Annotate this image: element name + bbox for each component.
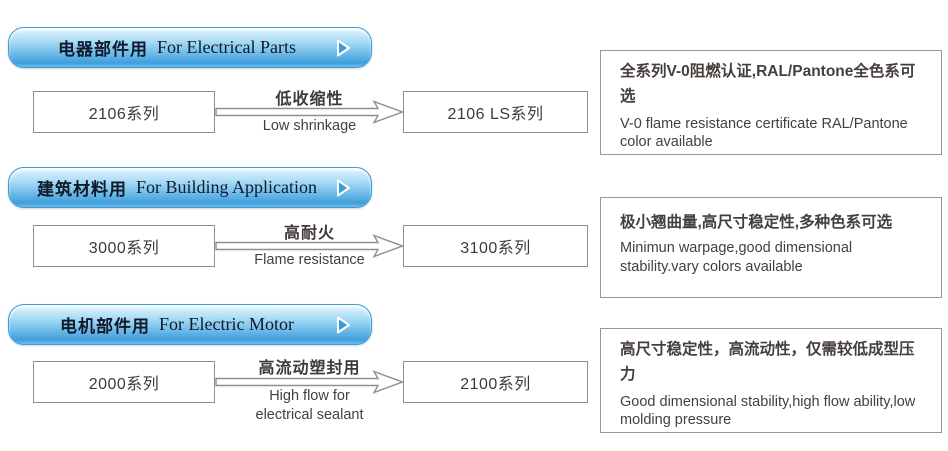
section-header-electric-motor[interactable]: 电机部件用 For Electric Motor [8, 304, 372, 345]
description-en: Good dimensional stability,high flow abi… [620, 393, 916, 429]
source-series-label: 2106系列 [88, 106, 160, 123]
source-series-box: 3000系列 [33, 225, 215, 267]
source-series-label: 3000系列 [88, 240, 160, 257]
arrow-label-zh: 高流动塑封用 [258, 360, 361, 377]
description-box: 极小翘曲量,高尺寸稳定性,多种色系可选 Minimun warpage,good… [600, 197, 942, 298]
arrow-label-en: Flame resistance [254, 252, 365, 268]
flow-arrow-icon [215, 370, 404, 394]
source-series-label: 2000系列 [88, 376, 160, 393]
target-series-label: 2106 LS系列 [447, 106, 544, 123]
section-header-label: 电机部件用 For Electric Motor [9, 305, 371, 344]
target-series-box: 3100系列 [403, 225, 588, 267]
section-header-electrical-parts[interactable]: 电器部件用 For Electrical Parts [8, 27, 372, 68]
flow-arrow-icon [215, 100, 404, 124]
section-title-zh: 建筑材料用 [36, 180, 127, 199]
section-title-en: For Building Application [135, 177, 317, 197]
arrow-label-zh: 高耐火 [283, 225, 335, 242]
description-box: 高尺寸稳定性，高流动性，仅需较低成型压力 Good dimensional st… [600, 328, 942, 433]
arrow-label-en: Low shrinkage [262, 118, 357, 134]
play-triangle-icon [337, 39, 350, 56]
play-triangle-icon [337, 316, 350, 333]
source-series-box: 2106系列 [33, 91, 215, 133]
target-series-label: 3100系列 [460, 240, 531, 257]
section-title-zh: 电器部件用 [58, 40, 149, 59]
section-title-en: For Electric Motor [159, 314, 294, 334]
description-en: Minimun warpage,good dimensional stabili… [620, 240, 853, 276]
target-series-box: 2106 LS系列 [403, 91, 588, 133]
section-header-building-application[interactable]: 建筑材料用 For Building Application [8, 167, 372, 208]
arrow-label-en: High flow for electrical sealant [255, 388, 364, 423]
section-title-en: For Electrical Parts [157, 37, 296, 57]
target-series-box: 2100系列 [403, 361, 588, 403]
description-zh: 高尺寸稳定性，高流动性，仅需较低成型压力 [620, 341, 915, 383]
section-header-label: 建筑材料用 For Building Application [9, 168, 371, 207]
flow-arrow-icon [215, 234, 404, 258]
description-zh: 全系列V-0阻燃认证,RAL/Pantone全色系可选 [620, 63, 916, 105]
arrow-label-zh: 低收缩性 [275, 91, 344, 108]
target-series-label: 2100系列 [460, 376, 531, 393]
description-zh: 极小翘曲量,高尺寸稳定性,多种色系可选 [620, 214, 893, 231]
section-header-label: 电器部件用 For Electrical Parts [9, 28, 371, 67]
section-title-zh: 电机部件用 [60, 317, 151, 336]
description-en: V-0 flame resistance certificate RAL/Pan… [620, 115, 908, 151]
source-series-box: 2000系列 [33, 361, 215, 403]
description-box: 全系列V-0阻燃认证,RAL/Pantone全色系可选 V-0 flame re… [600, 50, 942, 155]
play-triangle-icon [337, 179, 350, 196]
